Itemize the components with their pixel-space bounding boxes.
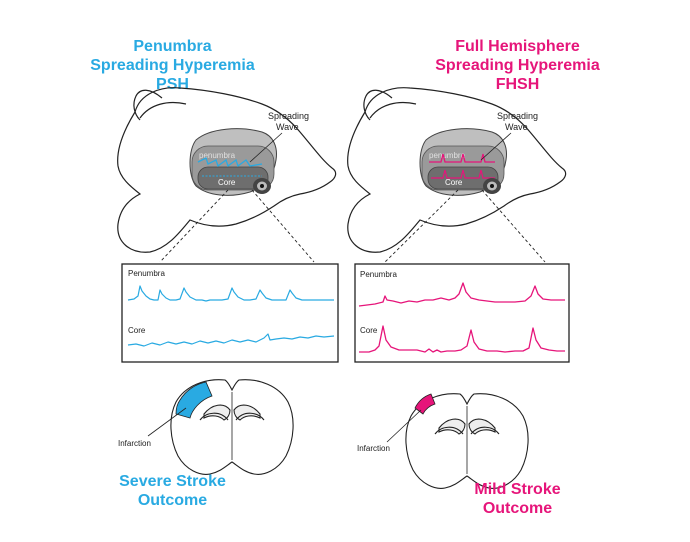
- psh-outcome-line-2: Outcome: [137, 492, 208, 509]
- zoom-line-right: [251, 189, 315, 263]
- rat-ear: [133, 89, 163, 121]
- brain-coronal-section: [170, 379, 294, 475]
- rat-head-outline: [117, 87, 337, 253]
- penumbra-region-label: penumbra: [199, 151, 236, 160]
- core-trace: [359, 325, 565, 353]
- psh-outcome: Severe Stroke Outcome: [0, 472, 345, 510]
- wave-label-line-2: Wave: [505, 122, 528, 132]
- fhsh-panel: Full Hemisphere Spreading Hyperemia FHSH…: [345, 0, 690, 542]
- rat-ear: [363, 89, 393, 121]
- spreading-wave-mark: [197, 157, 263, 168]
- wave-pointer-line: [249, 132, 283, 163]
- wave-label-line-1: Spreading: [497, 111, 538, 121]
- infarction-label: Infarction: [118, 439, 151, 448]
- zoom-line-right: [481, 189, 546, 263]
- core-wave-mark: [431, 169, 495, 179]
- trace-box: [121, 263, 339, 363]
- brain-core-region: [197, 166, 269, 190]
- psh-title-line-2: Spreading Hyperemia: [90, 57, 255, 74]
- fhsh-title-line-1: Full Hemisphere: [455, 38, 580, 55]
- trace-penumbra-label: Penumbra: [128, 269, 165, 278]
- wave-label-line-2: Wave: [276, 122, 299, 132]
- core-region-label: Core: [218, 178, 236, 187]
- spreading-wave-mark: [429, 153, 495, 163]
- fhsh-outcome-line-2: Outcome: [482, 500, 553, 517]
- zoom-line-left: [159, 189, 229, 263]
- infarction-region: [414, 393, 436, 415]
- brain-coronal-section: [405, 393, 529, 489]
- fhsh-title-line-3: FHSH: [495, 76, 540, 93]
- penumbra-region-label: penumbra: [429, 151, 466, 160]
- trace-core-label: Core: [360, 326, 378, 335]
- zoom-line-left: [384, 189, 459, 263]
- psh-title-line-1: Penumbra: [133, 38, 212, 55]
- core-trace: [127, 333, 335, 347]
- fhsh-outcome-line-1: Mild Stroke: [474, 481, 561, 498]
- penumbra-trace: [127, 285, 334, 302]
- wave-pointer-line: [480, 132, 512, 161]
- rat-eye: [483, 178, 501, 194]
- penumbra-trace: [358, 282, 565, 307]
- trace-core-label: Core: [128, 326, 146, 335]
- rat-eye: [253, 178, 271, 194]
- rat-head-outline: [347, 87, 567, 253]
- psh-panel: Penumbra Spreading Hyperemia PSH penumbr…: [0, 38, 345, 510]
- fhsh-outcome: Mild Stroke Outcome: [345, 480, 690, 518]
- infarction-label: Infarction: [357, 444, 390, 453]
- infarction-pointer: [147, 407, 187, 437]
- trace-penumbra-label: Penumbra: [360, 270, 397, 279]
- fhsh-title: Full Hemisphere Spreading Hyperemia FHSH: [345, 37, 690, 94]
- wave-label-line-1: Spreading: [268, 111, 309, 121]
- core-region-label: Core: [445, 178, 463, 187]
- fhsh-diagram: penumbra Core Spreading Wave Penumbra Co…: [347, 87, 570, 489]
- infarction-pointer: [386, 409, 422, 443]
- psh-outcome-line-1: Severe Stroke: [119, 473, 226, 490]
- psh-diagram: penumbra Core Spreading Wave Penumbra Co…: [117, 87, 339, 475]
- fhsh-title-line-2: Spreading Hyperemia: [435, 57, 600, 74]
